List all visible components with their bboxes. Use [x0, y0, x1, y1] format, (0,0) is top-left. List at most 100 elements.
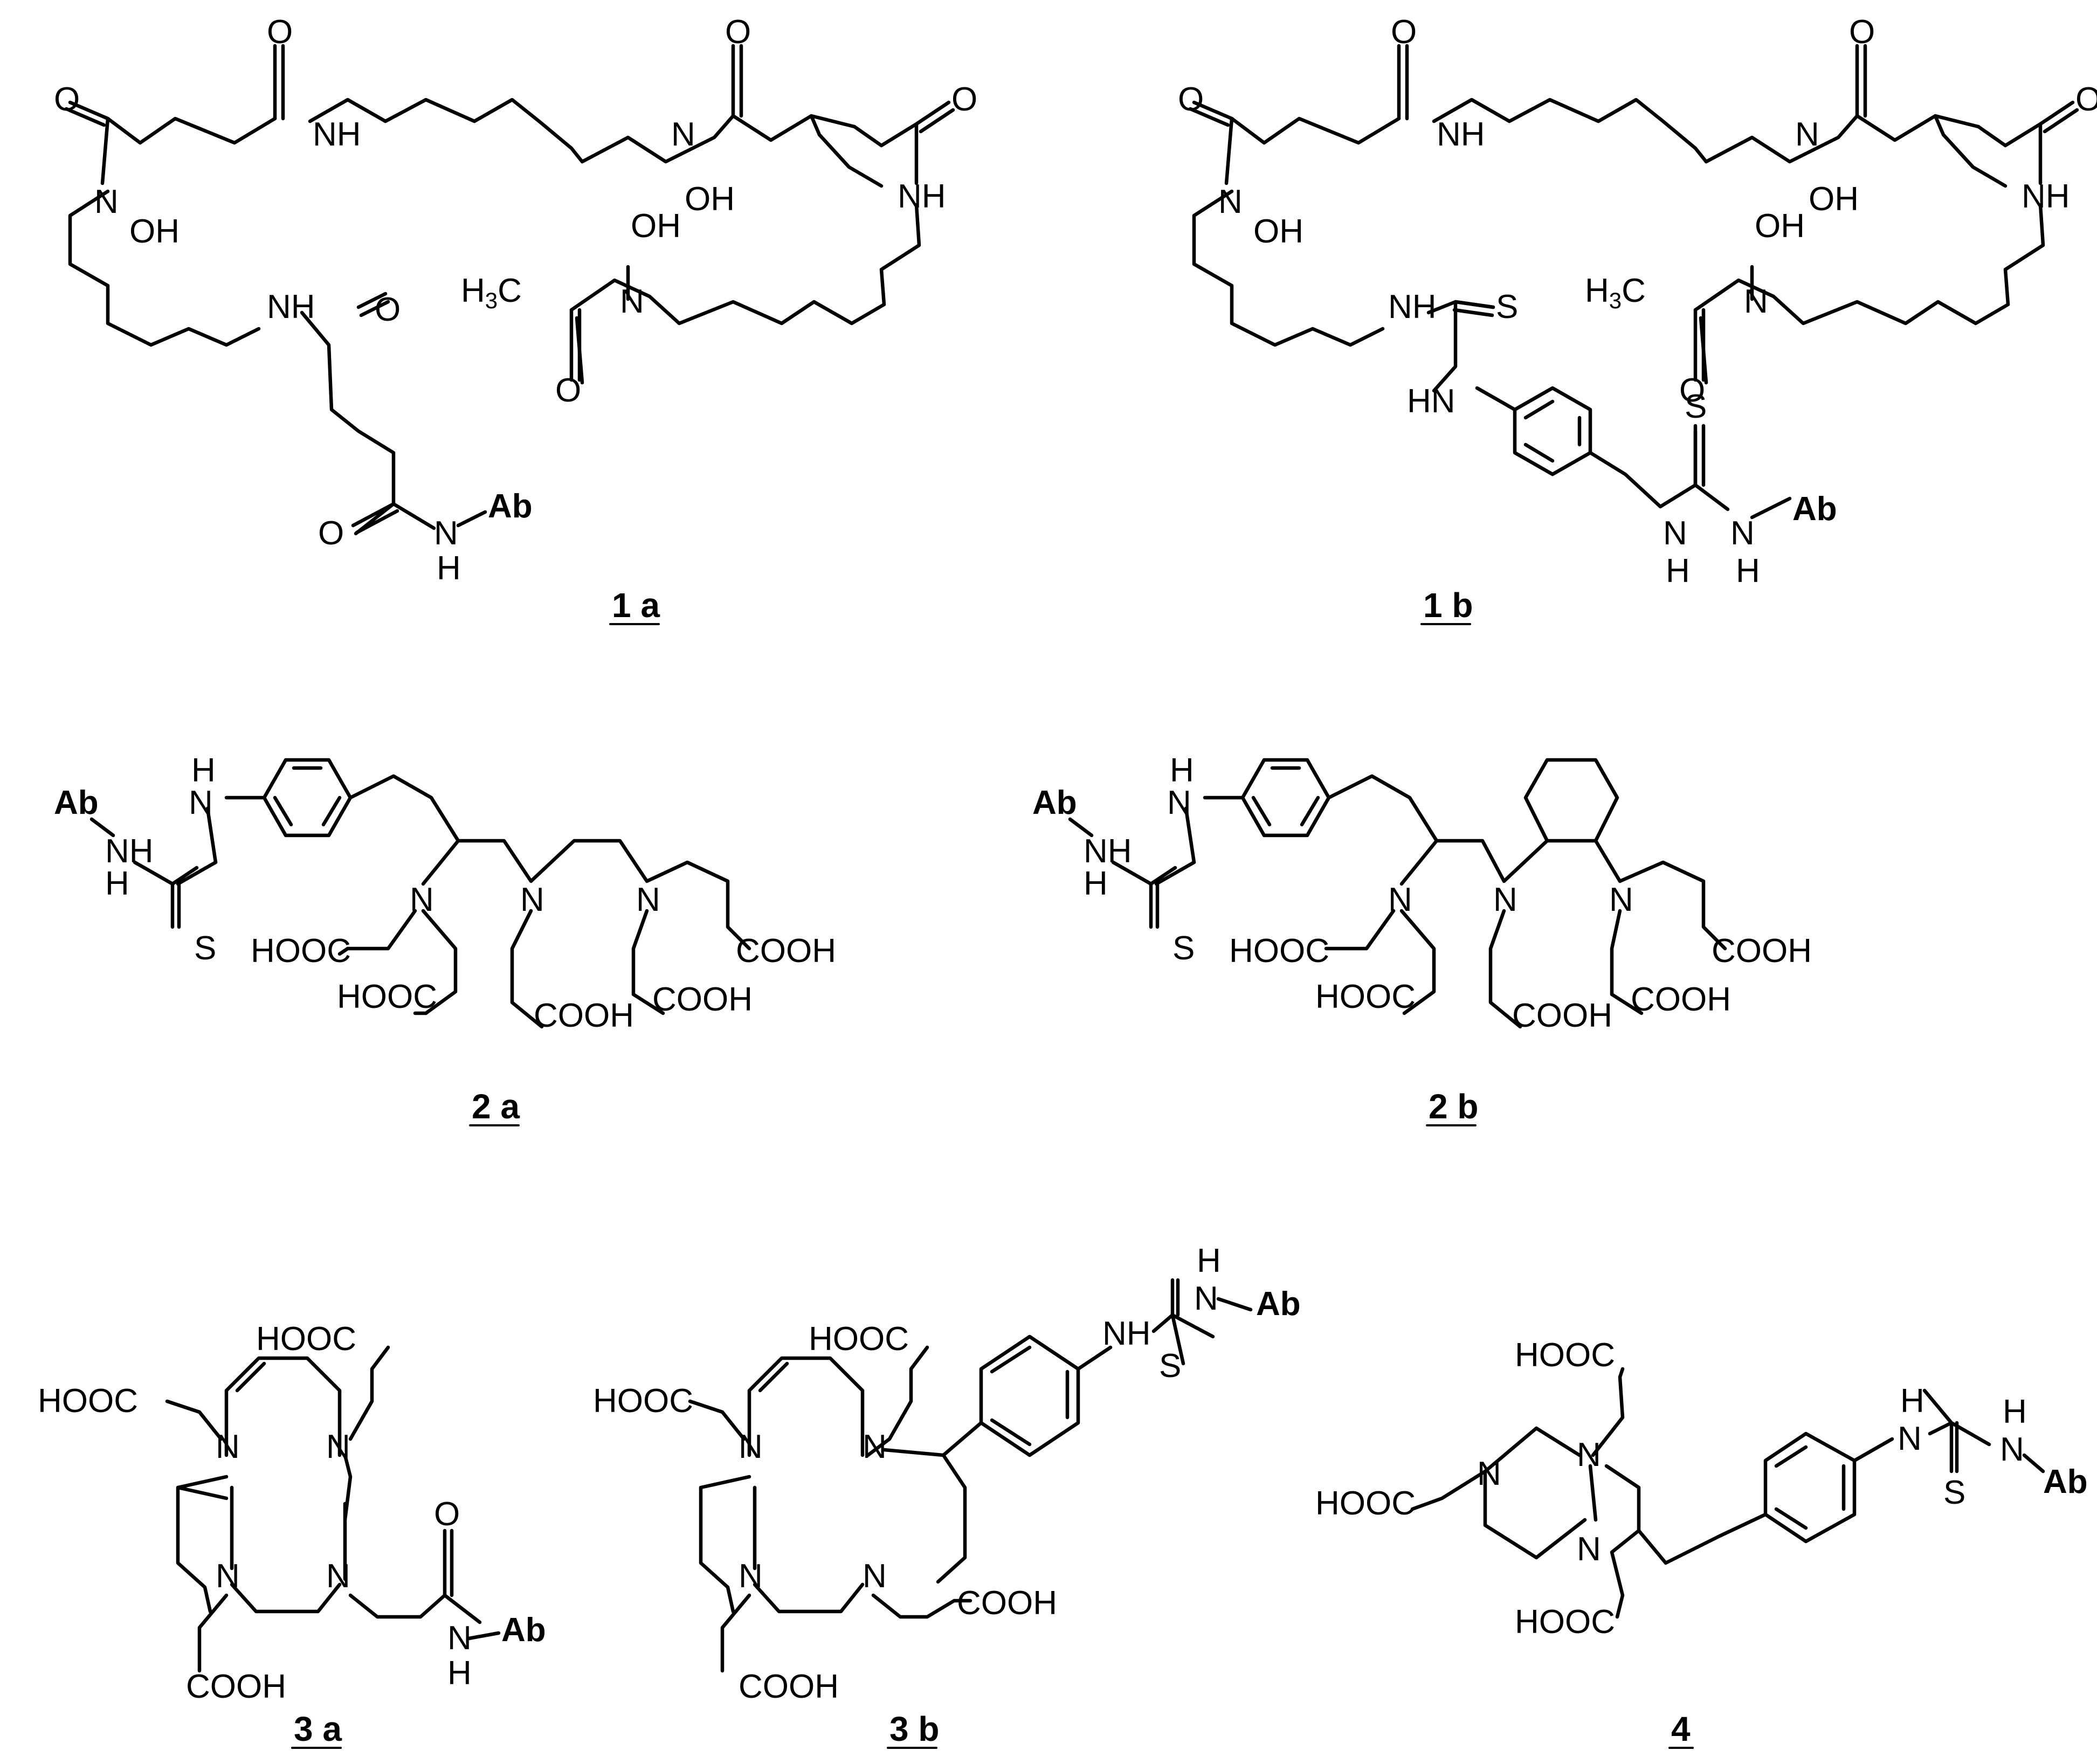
ring-2b-inner-c — [1251, 795, 1272, 827]
atom-H3C: H3C — [461, 272, 522, 313]
atom-N: N — [1218, 183, 1243, 220]
bonds-1a — [68, 98, 921, 536]
atom-O: O — [555, 372, 581, 409]
atom-O: O — [54, 81, 80, 118]
group-COOH: COOH — [739, 1668, 839, 1705]
ring-1b-inner-a — [1523, 399, 1555, 420]
ring-3a-inner-a — [235, 1361, 266, 1393]
atom-NH: NH — [1437, 116, 1485, 153]
atom-NH: NH — [1388, 288, 1437, 326]
group-HOOC: HOOC — [337, 978, 437, 1015]
atom-N: N — [620, 283, 644, 320]
atom-N: N — [863, 1428, 887, 1465]
atom-H: H — [1084, 865, 1108, 902]
atom-NH: NH — [267, 288, 315, 326]
group-HOOC: HOOC — [251, 932, 351, 970]
group-HOOC: HOOC — [1229, 932, 1329, 970]
group-COOH: COOH — [736, 932, 836, 970]
cooh-2a-a — [337, 946, 350, 956]
bonds-2a — [89, 758, 751, 1029]
ring-3b-inner-b — [990, 1345, 1032, 1374]
atom-N: N — [739, 1428, 763, 1465]
ring-1b-inner-c — [1523, 442, 1555, 463]
co-bond-1a-1 — [68, 100, 110, 121]
bonds-4 — [1410, 1367, 1991, 1619]
atom-H: H — [1170, 752, 1194, 789]
atom-N: N — [216, 1428, 240, 1465]
cs-bond-1b-1b — [1452, 308, 1494, 317]
compound-1a: O O NH O O N OH NH N OH OH N H3C O NH O … — [54, 13, 977, 625]
co-bond-1b-1 — [1192, 100, 1234, 121]
nh-bond-2a-2 — [205, 806, 218, 864]
co-bond-1b-4b — [2043, 108, 2079, 134]
chain-1b-c — [1933, 114, 1981, 129]
antibody-label: Ab — [1032, 784, 1077, 821]
atom-N: N — [326, 1558, 350, 1595]
chain-1b-b — [1976, 124, 2008, 148]
co-bond-1b-4 — [2038, 100, 2075, 126]
atom-H: H — [2003, 1393, 2027, 1430]
atom-O: O — [2075, 81, 2097, 118]
atom-N: N — [94, 183, 119, 220]
bond-N-Ab-3a — [467, 1631, 501, 1641]
atom-OH: OH — [631, 207, 681, 245]
atom-NH: NH — [105, 833, 154, 870]
atom-O: O — [725, 13, 751, 51]
atom-N: N — [1493, 881, 1517, 918]
atom-N: N — [1167, 784, 1191, 821]
atom-N: N — [1477, 1455, 1501, 1492]
compound-label: 2 a — [472, 1087, 520, 1126]
atom-NH: NH — [898, 178, 946, 215]
bond-N-Ab-4 — [2022, 1453, 2045, 1474]
atom-N: N — [434, 515, 458, 552]
atom-OH: OH — [1809, 181, 1859, 218]
compound-3a: HOOC HOOC N N N N O N H Ab COOH 3 a — [38, 1320, 546, 1749]
compound-4: HOOC N N N HOOC HOOC H N S H N Ab 4 — [1315, 1337, 2088, 1749]
atom-N: N — [1898, 1420, 1922, 1457]
atom-N: N — [1609, 881, 1633, 918]
compound-2a: Ab H N NH H S N N N HOOC HOOC COOH COOH … — [54, 752, 836, 1126]
atom-N: N — [1577, 1436, 1601, 1474]
ring-3b-inner-a — [758, 1361, 789, 1393]
ring-2a-inner-c — [273, 795, 293, 827]
atom-OH: OH — [1253, 213, 1303, 250]
atom-H: H — [191, 752, 216, 789]
antibody-label: Ab — [54, 784, 99, 821]
atom-S: S — [1685, 388, 1707, 425]
bond-N-Ab-3b — [1216, 1297, 1253, 1312]
atom-N: N — [863, 1558, 887, 1595]
nh-bond-2a — [176, 860, 218, 886]
ring-2a-inner-b — [321, 795, 342, 827]
co-bond-1a-7b — [355, 509, 399, 535]
atom-S: S — [1943, 1474, 1965, 1511]
atom-N: N — [326, 1428, 350, 1465]
antibody-label: Ab — [488, 488, 533, 525]
atom-H: H — [447, 1655, 472, 1692]
atom-O: O — [1391, 13, 1417, 51]
atom-OH: OH — [129, 213, 180, 250]
group-HOOC: HOOC — [1515, 1603, 1615, 1641]
atom-N: N — [739, 1558, 763, 1595]
group-HOOC: HOOC — [1315, 978, 1416, 1015]
ring-4-inner-c — [1774, 1507, 1808, 1530]
antibody-label: Ab — [1256, 1285, 1301, 1323]
atom-N: N — [1663, 515, 1687, 552]
atom-H: H — [1666, 552, 1690, 590]
group-HOOC: HOOC — [1315, 1485, 1416, 1522]
co-bond-1a-6b — [359, 300, 390, 317]
atom-N: N — [1795, 116, 1819, 153]
atom-O: O — [951, 81, 977, 118]
atom-O: O — [318, 515, 344, 552]
atom-O: O — [375, 291, 401, 328]
atom-N: N — [671, 116, 695, 153]
compound-3b: HOOC HOOC N N N N COOH COOH NH S H N Ab … — [593, 1242, 1301, 1749]
atom-N: N — [1730, 515, 1755, 552]
ring-4-inner-a — [1774, 1445, 1808, 1468]
chain-1a-a — [879, 122, 919, 148]
co-bond-1a-7 — [351, 502, 396, 528]
compound-label: 1 a — [612, 586, 660, 625]
atom-H: H — [105, 865, 129, 902]
nh-bond-2b — [1154, 860, 1196, 886]
atom-N: N — [1194, 1280, 1218, 1317]
